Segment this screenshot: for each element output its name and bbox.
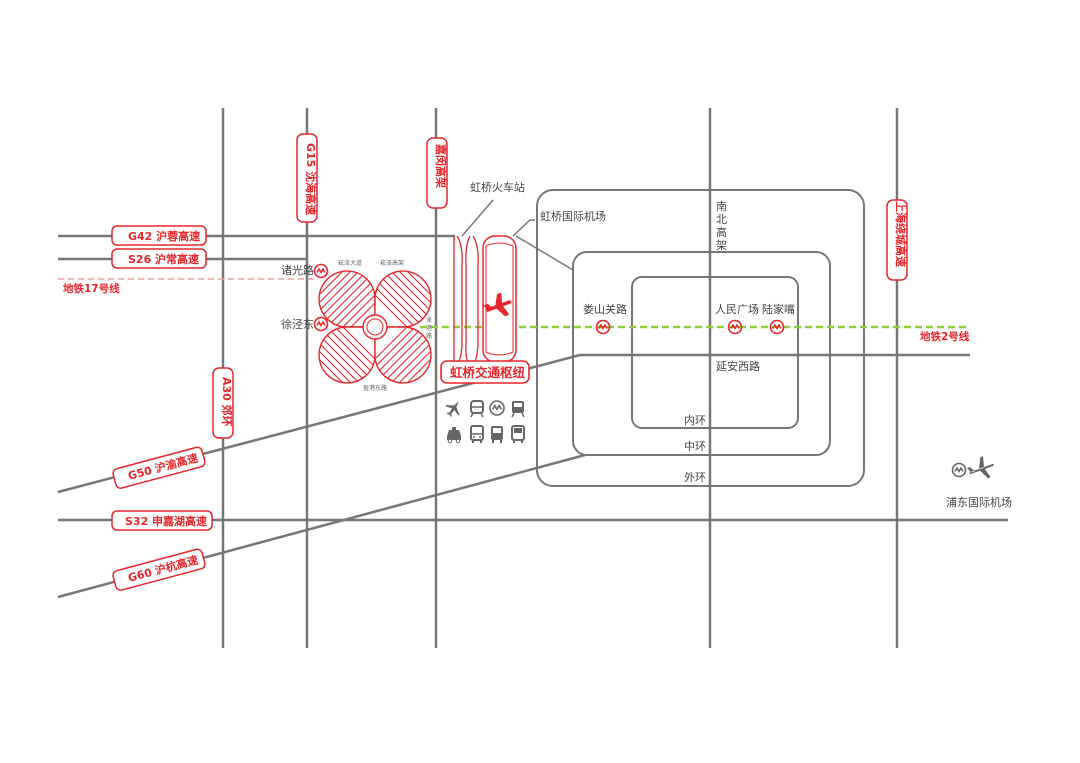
label-outer-ring: 外环 [684, 471, 706, 484]
svg-text:G50 沪渝高速: G50 沪渝高速 [126, 451, 199, 483]
svg-text:S32 申嘉湖高速: S32 申嘉湖高速 [125, 514, 207, 528]
station-lujiazui: 陆家嘴 [762, 302, 795, 316]
station-renminguangchang: 人民广场 [715, 302, 759, 316]
badge-g60: G60 沪杭高速 [112, 548, 206, 591]
airport-plane-icon [483, 292, 512, 317]
label-hongqiao-rail: 虹桥火车站 [470, 180, 525, 194]
svg-text:A30 郊环: A30 郊环 [220, 377, 234, 427]
metro-icon [489, 400, 505, 416]
airport-leader-link [515, 235, 574, 271]
svg-text:嘉闵高架: 嘉闵高架 [434, 143, 448, 188]
rail-leader-line [461, 199, 494, 237]
venue-road-side-2: 港 [426, 324, 432, 332]
airport-leader-line [512, 219, 535, 237]
venue-road-side: 涞 [426, 317, 432, 324]
pudong-plane-icon [967, 456, 994, 479]
middle-ring-road [572, 251, 831, 456]
taxi-icon [447, 427, 461, 444]
hongqiao-rail-tracks [453, 235, 479, 366]
convention-center-clover [318, 270, 432, 384]
pudong-metro-icon [951, 462, 967, 478]
train-icon [470, 400, 484, 418]
shuttle-icon [511, 425, 525, 443]
label-middle-ring: 中环 [684, 440, 706, 453]
label-pudong-airport: 浦东国际机场 [946, 495, 1012, 509]
svg-text:G15 沈海高速: G15 沈海高速 [304, 143, 318, 215]
badge-a30: A30 郊环 [212, 367, 234, 439]
hub-badge: 虹桥交通枢纽 [440, 360, 530, 384]
venue-road-top-left: 崧泽大道 [338, 259, 362, 267]
badge-g42: G42 沪蓉高速 [111, 225, 207, 246]
label-metro-2: 地铁2号线 [920, 330, 970, 343]
label-inner-ring: 内环 [684, 413, 706, 427]
svg-text:虹桥交通枢纽: 虹桥交通枢纽 [450, 365, 526, 380]
badge-s32: S32 申嘉湖高速 [111, 510, 213, 531]
label-nanbei-1: 南 [716, 200, 727, 213]
venue-road-side-3: 路 [426, 332, 432, 340]
metro-icon [313, 316, 329, 332]
coach-icon [491, 426, 503, 443]
label-yanan: 延安西路 [716, 359, 760, 373]
svg-text:上海绕城高速: 上海绕城高速 [894, 201, 908, 267]
label-nanbei-4: 架 [716, 239, 727, 252]
badge-shanghai-outer: 上海绕城高速 [886, 199, 908, 281]
label-hongqiao-airport: 虹桥国际机场 [540, 209, 606, 223]
station-xujingdong: 徐泾东 [281, 317, 314, 331]
inner-ring-road [631, 276, 799, 429]
label-nanbei-2: 北 [716, 213, 727, 226]
outer-ring-road [536, 189, 865, 487]
rail-icon [511, 401, 525, 418]
transport-icons [445, 400, 525, 444]
svg-text:G42 沪蓉高速: G42 沪蓉高速 [128, 229, 200, 243]
badge-g15: G15 沈海高速 [296, 133, 318, 223]
station-loushanguan: 娄山关路 [583, 302, 627, 316]
metro-icon [313, 263, 329, 279]
venue-road-bottom: 盈港东路 [363, 384, 387, 392]
svg-text:S26 沪常高速: S26 沪常高速 [128, 252, 199, 266]
label-metro-17: 地铁17号线 [63, 282, 120, 295]
badge-s26: S26 沪常高速 [111, 248, 207, 269]
badge-g50: G50 沪渝高速 [112, 446, 206, 489]
bus-icon [470, 425, 484, 443]
station-zhuguang: 诸光路 [281, 263, 314, 277]
plane-icon [445, 401, 460, 418]
svg-text:G60 沪杭高速: G60 沪杭高速 [126, 553, 199, 585]
badge-jiamin: 嘉闵高架 [426, 137, 448, 209]
venue-road-top-right: 崧泽高架 [380, 259, 404, 267]
label-nanbei-3: 高 [716, 225, 727, 239]
